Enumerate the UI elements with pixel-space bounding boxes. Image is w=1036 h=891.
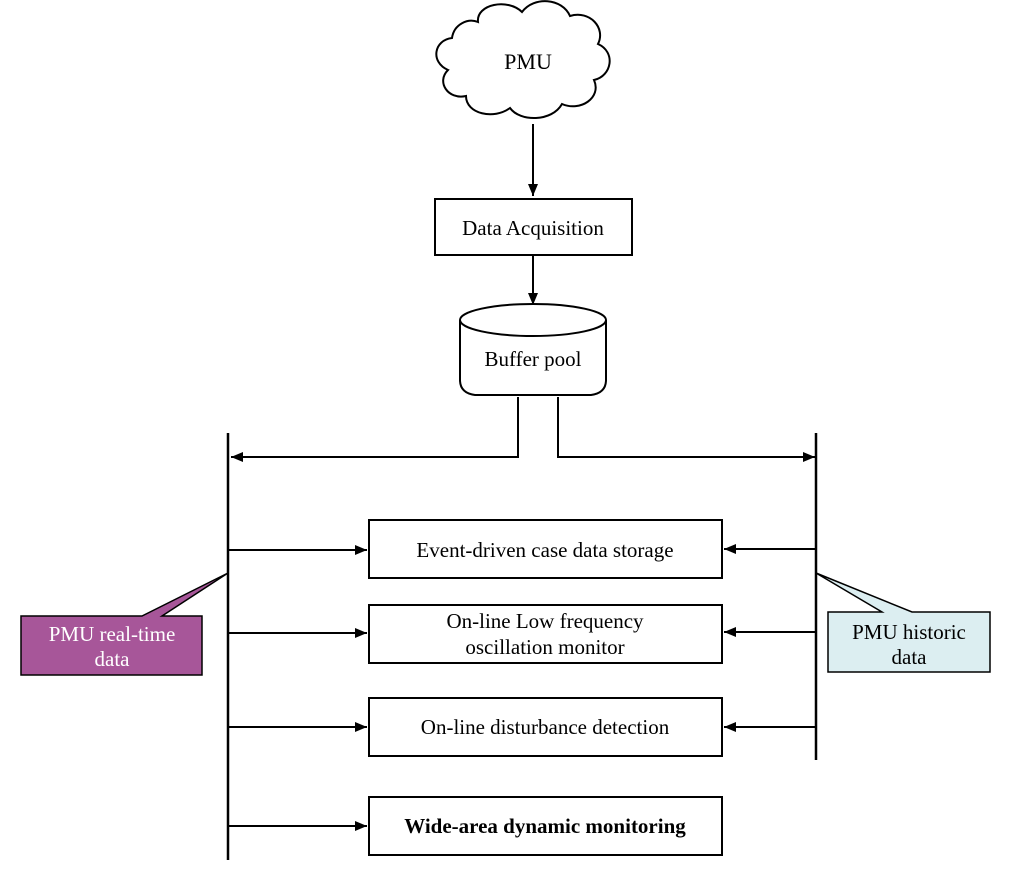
buffer-pool-label: Buffer pool (484, 347, 581, 371)
cloud-shape (435, 0, 611, 120)
realtime-callout-line2: data (95, 647, 131, 671)
pmu-label: PMU (504, 49, 552, 74)
event-storage-label: Event-driven case data storage (416, 538, 673, 562)
realtime-callout-shape (20, 572, 229, 676)
event-storage-box (368, 519, 723, 579)
historic-callout-shape (815, 572, 991, 673)
buffer-to-right-bus (557, 397, 815, 462)
wide-area-monitoring-label: Wide-area dynamic monitoring (404, 814, 686, 838)
realtime-callout-line1: PMU real-time (49, 622, 176, 646)
buffer-to-left-bus (231, 397, 519, 462)
buffer-pool-node: Buffer pool (459, 303, 607, 396)
buffer-pool-top (459, 303, 607, 337)
historic-callout-line2: data (892, 645, 928, 669)
event-storage-node: Event-driven case data storage (368, 519, 723, 579)
historic-callout-line1: PMU historic (852, 620, 966, 644)
disturbance-detection-label: On-line disturbance detection (421, 715, 670, 739)
data-acquisition-box (434, 198, 633, 256)
disturbance-detection-box (368, 697, 723, 757)
lfo-monitor-box (368, 604, 723, 664)
data-acquisition-node: Data Acquisition (434, 198, 633, 256)
lfo-monitor-node: On-line Low frequency oscillation monito… (368, 604, 723, 664)
data-acquisition-label: Data Acquisition (462, 216, 604, 240)
wide-area-monitoring-node: Wide-area dynamic monitoring (368, 796, 723, 856)
lfo-monitor-label-line1: On-line Low frequency (446, 609, 644, 633)
disturbance-detection-node: On-line disturbance detection (368, 697, 723, 757)
wide-area-monitoring-box (368, 796, 723, 856)
pmu-cloud: PMU (435, 0, 611, 120)
realtime-callout: PMU real-time data (20, 572, 229, 676)
lfo-monitor-label-line2: oscillation monitor (465, 635, 624, 659)
buffer-pool-cylinder (459, 320, 607, 396)
historic-callout: PMU historic data (815, 572, 991, 673)
